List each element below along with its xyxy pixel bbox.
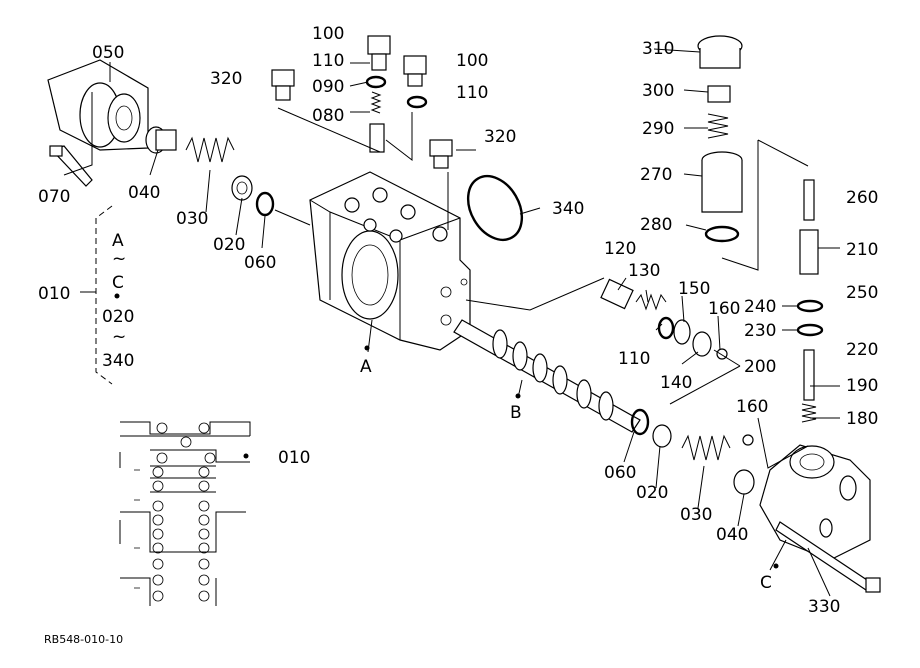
part-020-seat-left [231, 175, 253, 201]
valve-body-c [759, 444, 871, 561]
part-160-ball-b [742, 434, 754, 446]
part-070-bolt [49, 145, 93, 187]
label-070: 070 [38, 187, 70, 207]
label-210: 210 [846, 240, 878, 260]
label-110-a: 110 [312, 51, 344, 71]
part-040-plug-left [145, 126, 177, 154]
label-ref-b: B [510, 403, 522, 423]
label-120: 120 [604, 239, 636, 259]
label-310: 310 [642, 39, 674, 59]
label-110-b: 110 [456, 83, 488, 103]
part-180-spring [801, 403, 817, 423]
label-260: 260 [846, 188, 878, 208]
label-340: 340 [552, 199, 584, 219]
part-140-poppet [692, 331, 712, 357]
part-060-oring-right [630, 408, 650, 436]
part-280-oring [704, 225, 740, 243]
label-100-b: 100 [456, 51, 488, 71]
label-020-right: 020 [636, 483, 668, 503]
label-250: 250 [846, 283, 878, 303]
part-190-pin [803, 349, 815, 401]
label-230: 230 [744, 321, 776, 341]
part-080-pin [369, 123, 385, 153]
label-130: 130 [628, 261, 660, 281]
part-130-spring [635, 293, 667, 311]
label-040-right: 040 [716, 525, 748, 545]
part-100-plug-a [367, 35, 391, 71]
part-330-bolt [775, 521, 881, 593]
part-110-oring-c [657, 316, 675, 340]
label-060-left: 060 [244, 253, 276, 273]
label-range-340: 340 [102, 351, 134, 371]
part-300-washer [707, 85, 731, 103]
label-090: 090 [312, 77, 344, 97]
part-230-oring [796, 323, 824, 337]
part-100-plug-b [403, 55, 427, 87]
label-100-a: 100 [312, 24, 344, 44]
part-320-plug-a [271, 69, 295, 101]
bracket-010-range [95, 205, 113, 385]
part-340-large-oring [466, 175, 524, 241]
part-270-nut [701, 151, 743, 213]
label-020-left: 020 [213, 235, 245, 255]
label-160-a: 160 [708, 299, 740, 319]
label-ref-a: A [360, 357, 372, 377]
part-320-plug-b [429, 139, 453, 169]
label-280: 280 [640, 215, 672, 235]
label-320-a: 320 [210, 69, 242, 89]
label-range-c: C [112, 273, 124, 293]
label-110-c: 110 [618, 349, 650, 369]
label-300: 300 [642, 81, 674, 101]
part-210-valve-stem [799, 179, 819, 275]
valve-body-main [309, 171, 471, 351]
label-050: 050 [92, 43, 124, 63]
part-290-spring [707, 113, 729, 139]
label-030-left: 030 [176, 209, 208, 229]
label-040-left: 040 [128, 183, 160, 203]
label-160-b: 160 [736, 397, 768, 417]
label-range-tilde-a: ~ [112, 249, 126, 269]
part-labels: 050 070 040 030 020 060 010 A ~ C 020 ~ … [38, 24, 878, 646]
label-190: 190 [846, 376, 878, 396]
part-150-seat [673, 319, 691, 345]
label-320-b: 320 [484, 127, 516, 147]
label-290: 290 [642, 119, 674, 139]
label-030-right: 030 [680, 505, 712, 525]
drawing-code: RB548-010-10 [44, 633, 123, 646]
label-060-right: 060 [604, 463, 636, 483]
part-050-cap [47, 59, 149, 151]
part-110-oring-a [365, 75, 387, 89]
label-080: 080 [312, 106, 344, 126]
label-range-tilde-b: ~ [112, 327, 126, 347]
label-150: 150 [678, 279, 710, 299]
section-schematic-010 [119, 421, 251, 606]
label-range-a: A [112, 231, 124, 251]
part-060-oring-left [255, 191, 275, 217]
part-090-spring [370, 91, 382, 114]
label-range-020: 020 [102, 307, 134, 327]
label-140: 140 [660, 373, 692, 393]
label-ref-c: C [760, 573, 772, 593]
part-030-spring-left [185, 136, 235, 163]
label-010: 010 [38, 284, 70, 304]
part-030-spring-right [681, 434, 731, 461]
label-240: 240 [744, 297, 776, 317]
label-010-section: 010 [278, 448, 310, 468]
spool-b [453, 319, 641, 433]
part-020-seat-right [652, 424, 672, 448]
label-180: 180 [846, 409, 878, 429]
label-330: 330 [808, 597, 840, 617]
part-120-plug [600, 278, 634, 310]
label-200: 200 [744, 357, 776, 377]
label-270: 270 [640, 165, 672, 185]
part-040-plug-right [733, 469, 755, 495]
reference-dots [114, 293, 779, 569]
part-240-oring [796, 299, 824, 313]
part-110-oring-b [406, 95, 428, 109]
part-310-cap [697, 35, 743, 69]
label-220: 220 [846, 340, 878, 360]
